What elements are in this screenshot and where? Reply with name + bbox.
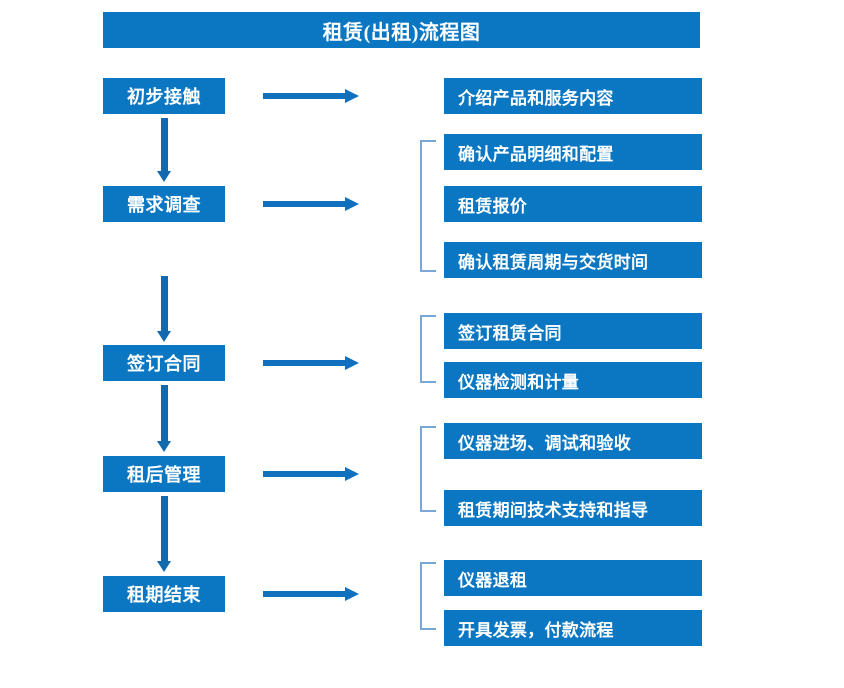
- detail-box-instrument-inspection[interactable]: 仪器检测和计量: [444, 362, 702, 398]
- stage-box-needs-survey[interactable]: 需求调查: [103, 186, 225, 222]
- down-arrow-icon-2: [154, 276, 174, 342]
- right-arrow-icon-4: [263, 464, 359, 484]
- down-arrow-icon-3: [154, 385, 174, 452]
- stage-box-initial-contact[interactable]: 初步接触: [103, 78, 225, 114]
- detail-box-confirm-product-details[interactable]: 确认产品明细和配置: [444, 134, 702, 170]
- right-arrow-icon-5: [263, 584, 359, 604]
- down-arrow-icon-1: [154, 118, 174, 182]
- group-bracket-icon-rental-end: [420, 562, 436, 630]
- detail-box-technical-support[interactable]: 租赁期间技术支持和指导: [444, 490, 702, 526]
- detail-box-invoice-payment[interactable]: 开具发票，付款流程: [444, 610, 702, 646]
- right-arrow-icon-3: [263, 353, 359, 373]
- detail-box-instrument-entry-commissioning[interactable]: 仪器进场、调试和验收: [444, 423, 702, 459]
- stage-box-rental-end[interactable]: 租期结束: [103, 576, 225, 612]
- detail-box-sign-rental-contract[interactable]: 签订租赁合同: [444, 313, 702, 349]
- stage-box-post-rental-management[interactable]: 租后管理: [103, 456, 225, 492]
- group-bracket-icon-sign-contract: [420, 315, 436, 383]
- down-arrow-icon-4: [154, 496, 174, 572]
- detail-box-confirm-period-delivery[interactable]: 确认租赁周期与交货时间: [444, 242, 702, 278]
- detail-box-rental-quotation[interactable]: 租赁报价: [444, 186, 702, 222]
- group-bracket-icon-needs-survey: [420, 140, 436, 272]
- page-title: 租赁(出租)流程图: [103, 12, 700, 48]
- detail-box-instrument-return[interactable]: 仪器退租: [444, 560, 702, 596]
- right-arrow-icon-2: [263, 194, 359, 214]
- group-bracket-icon-post-rental: [420, 426, 436, 512]
- detail-box-introduce-products[interactable]: 介绍产品和服务内容: [444, 78, 702, 114]
- right-arrow-icon-1: [263, 86, 359, 106]
- stage-box-sign-contract[interactable]: 签订合同: [103, 345, 225, 381]
